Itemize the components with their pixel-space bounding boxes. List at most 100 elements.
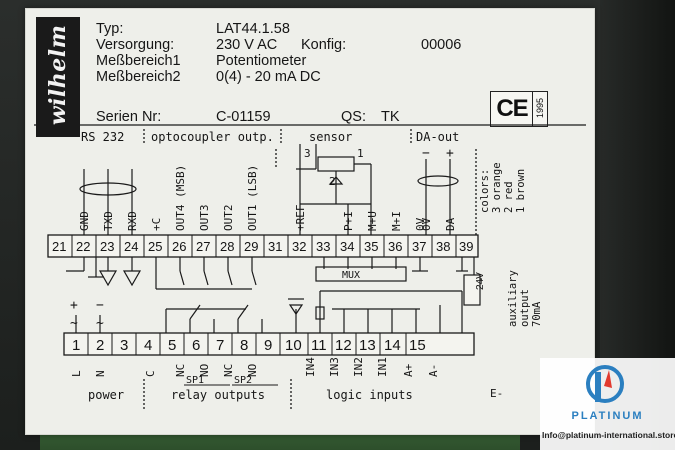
bottom-terminal-8: 8 bbox=[240, 337, 248, 354]
aux-output-note: auxiliary output 70mA bbox=[507, 270, 543, 327]
serien-label: Serien Nr: bbox=[96, 109, 162, 125]
bottom-terminal-4: 4 bbox=[144, 337, 152, 354]
serien-value: C-01159 bbox=[216, 109, 271, 125]
top-terminal-strip bbox=[47, 234, 479, 258]
messbereich2-label: Meßbereich2 bbox=[96, 69, 181, 85]
konfig-value: 00006 bbox=[421, 37, 462, 53]
bottom-terminal-5: 5 bbox=[168, 337, 176, 354]
device-label-panel: wilhelm Typ: LAT44.1.58 Versorgung: 230 … bbox=[25, 8, 595, 435]
typ-value: LAT44.1.58 bbox=[216, 21, 290, 37]
bottom-terminal-15: 15 bbox=[409, 337, 426, 354]
bottom-terminal-10: 10 bbox=[285, 337, 302, 354]
bottom-signal-12: A- bbox=[427, 364, 440, 377]
ce-text: CE bbox=[496, 95, 528, 122]
aux-output-line3: 70mA bbox=[531, 301, 543, 327]
platinum-logo-icon bbox=[586, 365, 624, 403]
top-terminal-27: 27 bbox=[196, 239, 210, 254]
colors-legend-2: 2 red bbox=[503, 181, 515, 213]
aux-output-line1: auxiliary bbox=[507, 270, 519, 327]
aux-voltage: 24V bbox=[475, 272, 486, 290]
watermark-logo: PLATINUM Info@platinum-international.sto… bbox=[540, 358, 675, 450]
colors-legend-title: colors: bbox=[479, 169, 491, 213]
bottom-terminal-2: 2 bbox=[96, 337, 104, 354]
top-signal-5: OUT3 bbox=[198, 205, 211, 232]
top-terminal-21: 21 bbox=[52, 239, 66, 254]
messbereich1-value: Potentiometer bbox=[216, 53, 307, 69]
corner-tag: E- bbox=[490, 387, 503, 400]
top-terminal-29: 29 bbox=[244, 239, 258, 254]
bottom-terminal-3: 3 bbox=[120, 337, 128, 354]
top-signal-3: +C bbox=[150, 218, 163, 231]
power-sign-2: ~ bbox=[70, 316, 78, 331]
bottom-signal-2: C bbox=[144, 370, 157, 377]
bottom-signal-10: IN1 bbox=[376, 357, 389, 377]
top-terminal-31: 31 bbox=[268, 239, 282, 254]
bottom-terminal-9: 9 bbox=[264, 337, 272, 354]
ce-year-box: 1995 bbox=[532, 91, 548, 127]
top-terminal-33: 33 bbox=[316, 239, 330, 254]
top-terminal-23: 23 bbox=[100, 239, 114, 254]
top-signal-12: 0V bbox=[414, 217, 427, 231]
top-signal-6: OUT2 bbox=[222, 205, 235, 232]
section-power: power bbox=[88, 388, 124, 402]
versorgung-value: 230 V AC bbox=[216, 37, 278, 53]
logo-name: PLATINUM bbox=[571, 410, 644, 422]
bottom-signal-7: IN4 bbox=[304, 357, 317, 377]
section-optocoupler: optocoupler outp. bbox=[151, 130, 274, 144]
versorgung-label: Versorgung: bbox=[96, 37, 175, 53]
bottom-signal-4: NO bbox=[198, 364, 211, 377]
relay-group-sp2: SP2 bbox=[234, 375, 252, 386]
top-terminal-34: 34 bbox=[340, 239, 354, 254]
bottom-terminal-12: 12 bbox=[335, 337, 352, 354]
bottom-terminal-6: 6 bbox=[192, 337, 200, 354]
bottom-signal-0: L bbox=[70, 370, 83, 377]
bottom-terminal-7: 7 bbox=[216, 337, 224, 354]
top-signal-11: M+I bbox=[390, 211, 403, 231]
section-da-out: DA-out bbox=[416, 130, 459, 144]
aux-output-line2: output bbox=[519, 289, 531, 327]
bottom-signal-11: A+ bbox=[402, 363, 415, 377]
top-signal-10: M+U bbox=[366, 211, 379, 231]
bottom-signal-6: NO bbox=[246, 364, 259, 377]
bottom-terminal-strip bbox=[63, 332, 475, 356]
bottom-signal-3: NC bbox=[174, 364, 187, 377]
relay-group-sp1: SP1 bbox=[186, 375, 204, 386]
typ-label: Typ: bbox=[96, 21, 124, 37]
messbereich1-label: Meßbereich1 bbox=[96, 53, 181, 69]
top-terminal-38: 38 bbox=[436, 239, 450, 254]
colors-legend: colors: 3 orange 2 red 1 brown bbox=[479, 162, 527, 213]
da-minus-sign: − bbox=[422, 146, 430, 161]
section-sensor: sensor bbox=[309, 130, 352, 144]
sensor-pin-2: 2 bbox=[329, 175, 336, 188]
sensor-pin-1: 1 bbox=[357, 147, 364, 160]
bottom-terminal-1: 1 bbox=[72, 337, 80, 354]
bottom-terminal-13: 13 bbox=[359, 337, 376, 354]
section-relay-outputs: relay outputs bbox=[171, 388, 265, 402]
section-rs232: RS 232 bbox=[81, 130, 124, 144]
top-terminal-25: 25 bbox=[148, 239, 162, 254]
colors-legend-1: 1 brown bbox=[515, 169, 527, 213]
logo-email: Info@platinum-international.store bbox=[542, 430, 675, 440]
brand-logo: wilhelm bbox=[36, 17, 80, 137]
section-logic-inputs: logic inputs bbox=[326, 388, 413, 402]
top-terminal-35: 35 bbox=[364, 239, 378, 254]
top-terminal-28: 28 bbox=[220, 239, 234, 254]
power-sign-4: ~ bbox=[96, 316, 104, 331]
sensor-pin-3: 3 bbox=[304, 147, 311, 160]
top-terminal-24: 24 bbox=[124, 239, 138, 254]
top-terminal-26: 26 bbox=[172, 239, 186, 254]
power-sign-1: + bbox=[70, 298, 78, 313]
qs-label: QS: bbox=[341, 109, 366, 125]
bottom-signal-9: IN2 bbox=[352, 357, 365, 377]
top-terminal-37: 37 bbox=[412, 239, 426, 254]
bottom-terminal-11: 11 bbox=[311, 337, 327, 354]
top-terminal-22: 22 bbox=[76, 239, 90, 254]
bottom-signal-1: N bbox=[94, 370, 107, 377]
colors-legend-3: 3 orange bbox=[491, 162, 503, 213]
bottom-terminal-14: 14 bbox=[384, 337, 401, 354]
top-terminal-32: 32 bbox=[292, 239, 306, 254]
messbereich2-value: 0(4) - 20 mA DC bbox=[216, 69, 321, 85]
top-signal-7: OUT1 (LSB) bbox=[246, 165, 259, 231]
top-signal-4: OUT4 (MSB) bbox=[174, 165, 187, 231]
